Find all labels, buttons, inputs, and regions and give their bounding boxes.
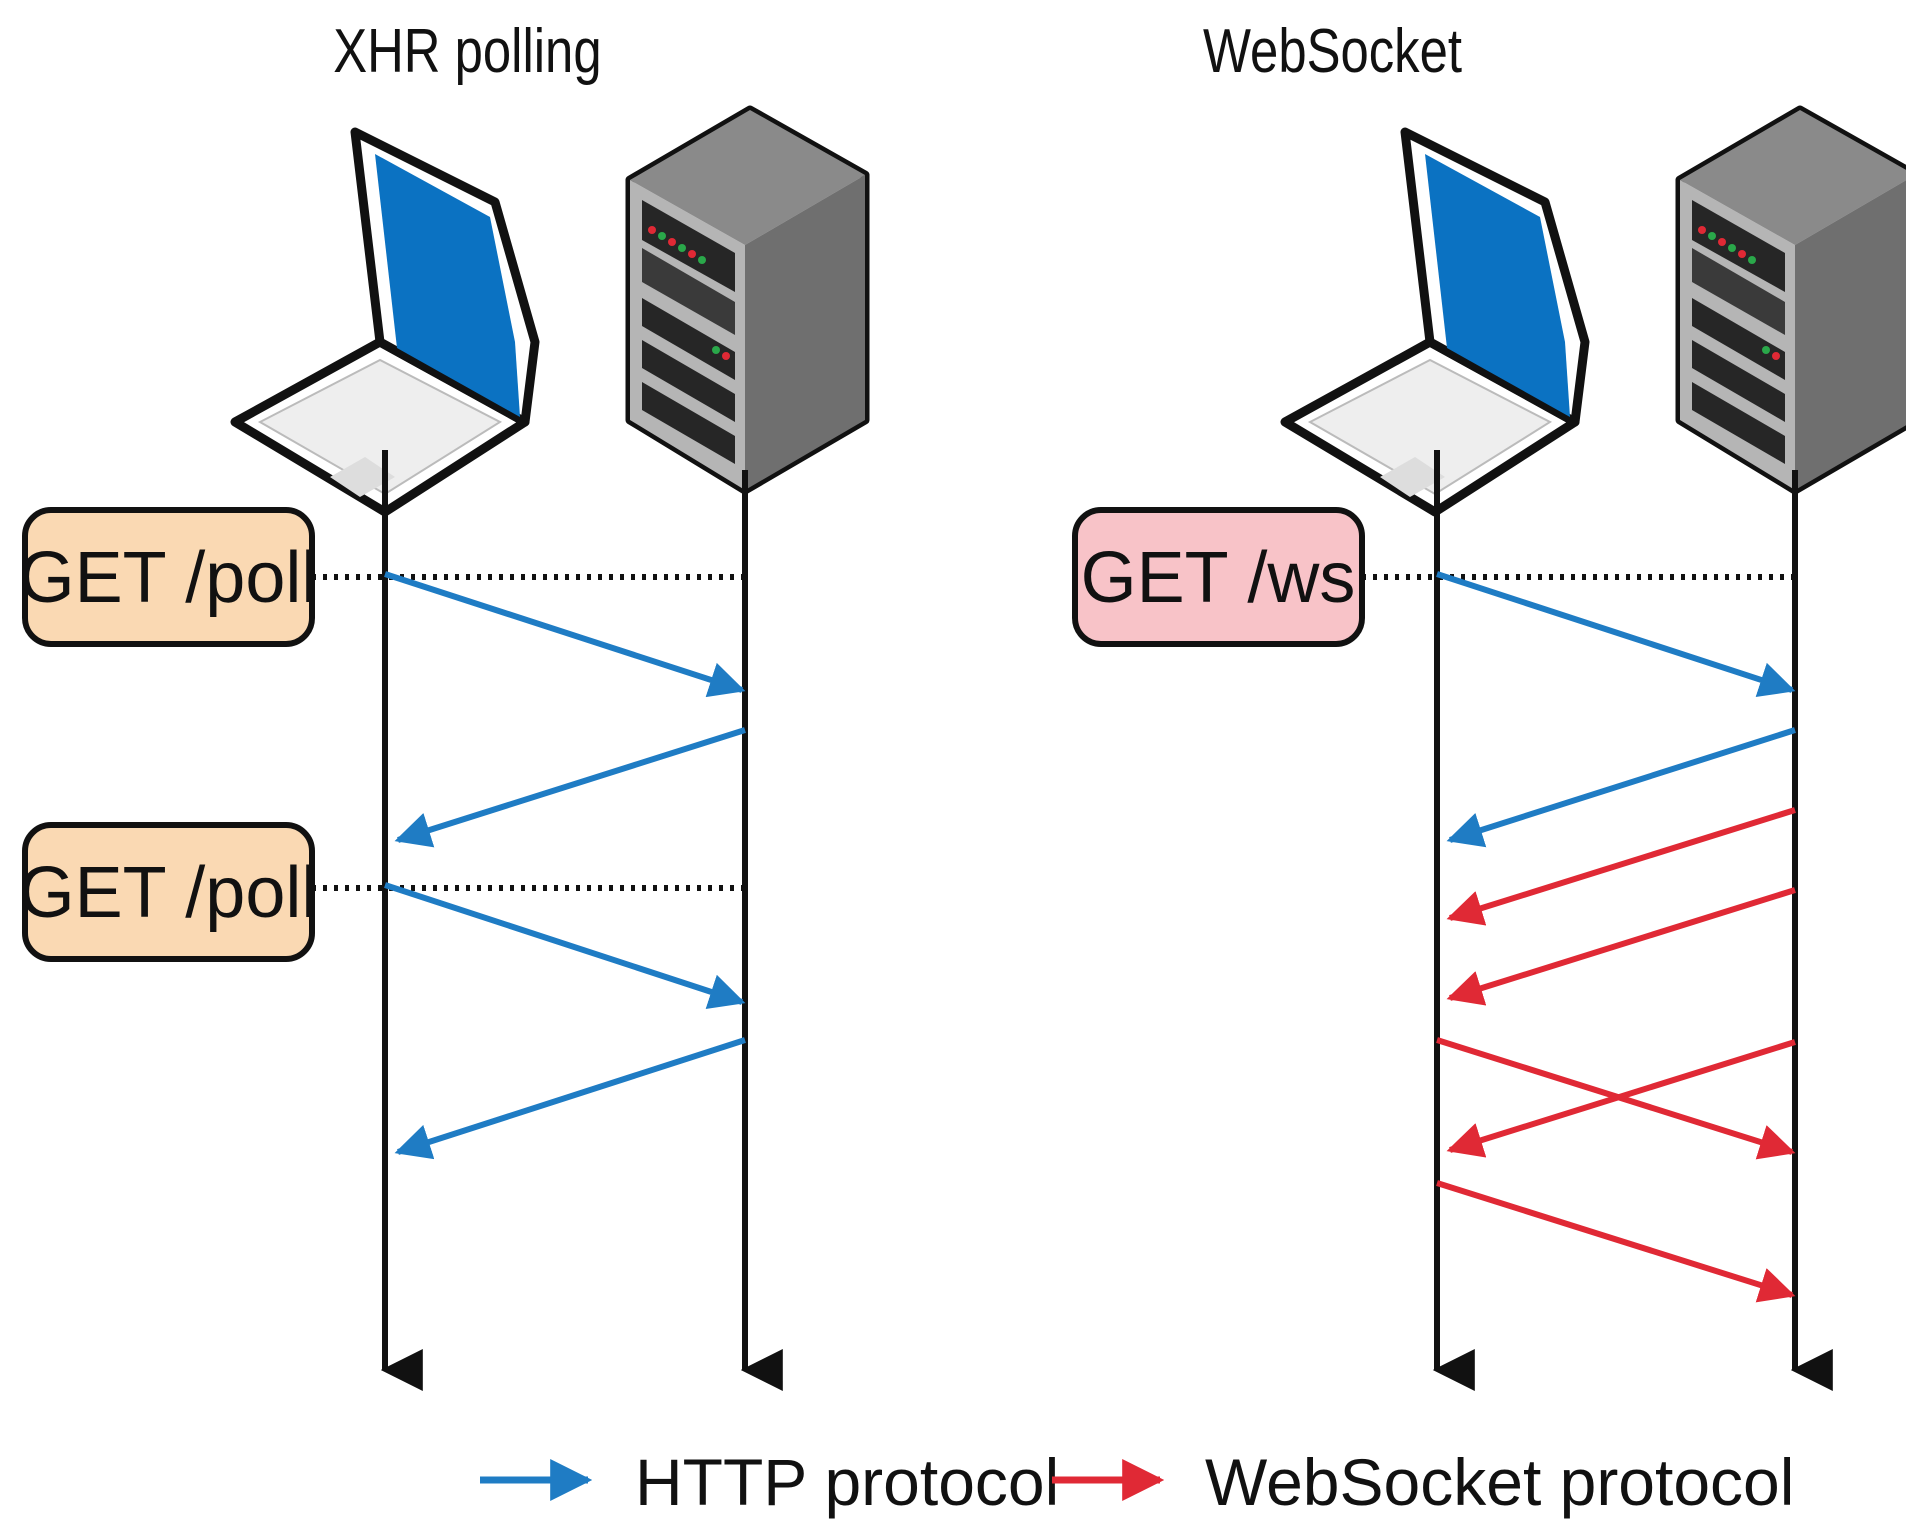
websocket-arrow (1446, 887, 1796, 1006)
http-arrow (394, 727, 746, 848)
http-arrow (384, 882, 746, 1010)
legend-http-label: HTTP protocol (635, 1445, 1059, 1519)
http-arrow (394, 1037, 746, 1160)
legend: HTTP protocol WebSocket protocol (480, 1445, 1794, 1519)
websocket-arrow (1446, 807, 1796, 926)
request-label-text: GET /ws (1081, 538, 1356, 618)
http-arrow (384, 571, 746, 698)
request-label: GET /ws (1072, 507, 1365, 647)
panel-title-websocket: WebSocket (1203, 17, 1462, 86)
http-arrow (1436, 571, 1796, 698)
websocket-arrow (1446, 1039, 1796, 1158)
legend-websocket-label: WebSocket protocol (1205, 1445, 1794, 1519)
websocket-arrow (1436, 1180, 1796, 1303)
http-arrow (1446, 727, 1796, 848)
request-label: GET /poll (19, 822, 318, 962)
request-label-text: GET /poll (19, 853, 318, 933)
request-label-text: GET /poll (19, 538, 318, 618)
panel-title-xhr: XHR polling (333, 17, 601, 86)
server-icon (630, 110, 865, 490)
server-icon (1680, 110, 1906, 490)
request-label: GET /poll (19, 507, 318, 647)
